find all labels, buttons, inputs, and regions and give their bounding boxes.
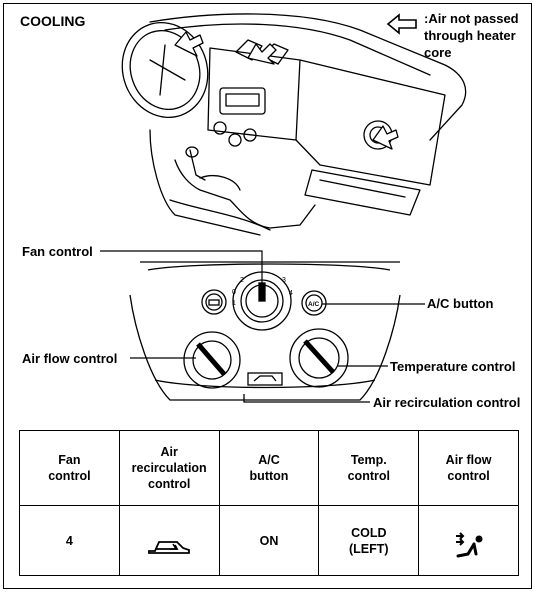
table-header-row: Fan control Air recirculation control A/…: [19, 430, 519, 506]
header-temp-control: Temp. control: [318, 430, 420, 506]
header-air-flow-control: Air flow control: [418, 430, 519, 506]
figure-frame: [3, 3, 532, 589]
cell-fan-setting: 4: [19, 505, 120, 576]
cell-recirculation-setting: [118, 505, 220, 576]
cell-ac-setting: ON: [218, 505, 320, 576]
table-row: 4 ON COLD (LEFT): [19, 505, 519, 576]
svg-text:3: 3: [282, 277, 286, 284]
settings-table: Fan control Air recirculation control A/…: [19, 430, 519, 576]
svg-text:0: 0: [232, 289, 236, 296]
cell-air-flow-setting: [418, 505, 519, 576]
svg-text:2: 2: [240, 277, 244, 284]
legend-text: :Air not passed through heater core: [424, 11, 519, 60]
figure-title: COOLING: [20, 13, 86, 29]
cell-temp-setting: COLD (LEFT): [318, 505, 420, 576]
temperature-control-callout: Temperature control: [390, 359, 516, 374]
ac-panel-label: A/C: [308, 301, 320, 308]
header-ac-button: A/C button: [218, 430, 320, 506]
dashboard-illustration: 0 1 2 3 4 A/C: [100, 13, 467, 403]
vent-face-icon: [455, 531, 483, 557]
svg-text:4: 4: [289, 290, 293, 297]
ac-button-callout: A/C button: [427, 296, 494, 311]
hollow-left-arrow-icon: [386, 13, 417, 35]
svg-text:1: 1: [232, 300, 236, 307]
air-recirculation-control-callout: Air recirculation control: [373, 395, 521, 410]
recirculation-car-icon: [148, 540, 191, 554]
header-fan-control: Fan control: [19, 430, 120, 506]
header-air-recirculation-control: Air recirculation control: [118, 430, 220, 506]
fan-control-callout: Fan control: [22, 244, 93, 259]
air-flow-control-callout: Air flow control: [22, 351, 118, 366]
